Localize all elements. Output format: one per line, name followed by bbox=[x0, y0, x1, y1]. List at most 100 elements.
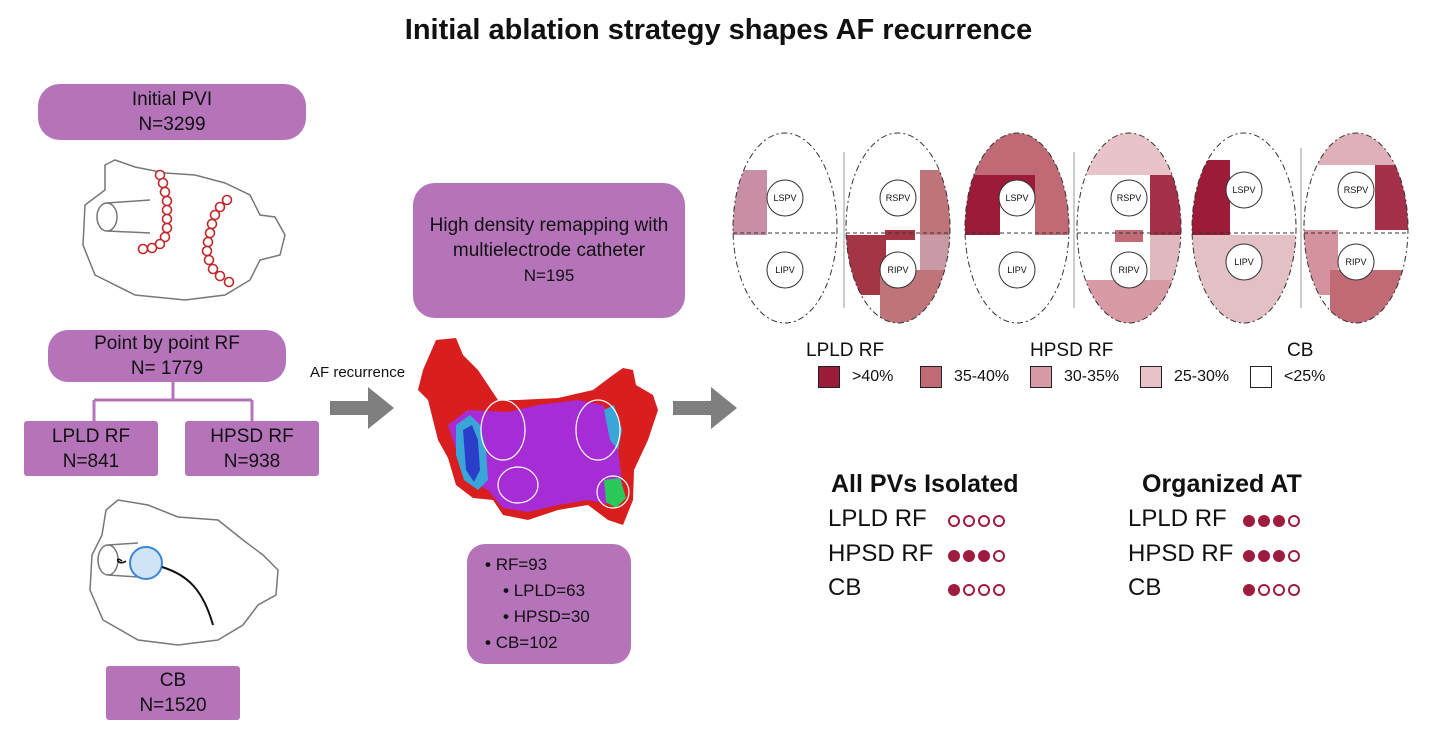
remap-count: N=195 bbox=[523, 266, 575, 285]
filled-dot-icon bbox=[1243, 583, 1255, 596]
initial-pvi-count: N=3299 bbox=[138, 114, 206, 135]
cb-right-pv-segments bbox=[1304, 133, 1408, 323]
pv-label: RIPV bbox=[1118, 265, 1139, 275]
pv-label: RIPV bbox=[887, 265, 908, 275]
remap-line2: multielectrode catheter bbox=[452, 240, 646, 261]
hpsd-box-count: N=938 bbox=[223, 450, 281, 472]
rf-lesion-points-left bbox=[137, 169, 173, 255]
filled-dot-icon bbox=[1258, 549, 1270, 562]
empty-dot-icon bbox=[1258, 583, 1270, 596]
pv-label: LIPV bbox=[1007, 265, 1027, 275]
initial-pvi-label: Initial PVI bbox=[131, 89, 213, 110]
legend-swatch bbox=[1140, 366, 1162, 388]
empty-dot-icon bbox=[1288, 514, 1300, 527]
pv-label: RSPV bbox=[886, 193, 911, 203]
outcome-dots bbox=[1243, 581, 1303, 599]
filled-dot-icon bbox=[978, 549, 990, 562]
count-lpld: LPLD=63 bbox=[485, 578, 631, 604]
af-recurrence-label: AF recurrence bbox=[310, 364, 406, 381]
pv-label: LSPV bbox=[773, 193, 796, 203]
cryoballoon-illustration bbox=[89, 499, 279, 646]
cb-box-count: N=1520 bbox=[139, 695, 207, 716]
outcome-row-label: HPSD RF bbox=[828, 540, 934, 567]
lpld-box-label: LPLD RF bbox=[51, 425, 131, 447]
legend-swatch bbox=[920, 366, 942, 388]
legend-label: 25-30% bbox=[1174, 368, 1230, 385]
outcome-row-label: CB bbox=[1128, 574, 1162, 601]
page-title: Initial ablation strategy shapes AF recu… bbox=[404, 14, 1033, 46]
outcome-row-label: HPSD RF bbox=[1128, 540, 1234, 567]
empty-dot-icon bbox=[1288, 549, 1300, 562]
outcome-row-label: LPLD RF bbox=[1128, 505, 1227, 532]
filled-dot-icon bbox=[1243, 549, 1255, 562]
rf-lesion-points-right bbox=[201, 194, 235, 288]
filled-dot-icon bbox=[1273, 549, 1285, 562]
legend: >40% 35-40% 30-35% 25-30% <25% bbox=[818, 366, 1338, 392]
legend-label: 30-35% bbox=[1064, 368, 1120, 385]
legend-swatch bbox=[1030, 366, 1052, 388]
pv-label: LIPV bbox=[1234, 257, 1254, 267]
empty-dot-icon bbox=[963, 514, 975, 527]
filled-dot-icon bbox=[1273, 514, 1285, 527]
pv-label: RSPV bbox=[1117, 193, 1142, 203]
initial-pvi-box: Initial PVI N=3299 bbox=[38, 84, 306, 140]
legend-swatch bbox=[818, 366, 840, 388]
legend-label: >40% bbox=[852, 368, 894, 385]
filled-dot-icon bbox=[948, 583, 960, 596]
point-by-point-rf-box: Point by point RF N= 1779 bbox=[48, 330, 286, 382]
count-rf: RF=93 bbox=[485, 552, 631, 578]
filled-dot-icon bbox=[963, 549, 975, 562]
empty-dot-icon bbox=[993, 549, 1005, 562]
filled-dot-icon bbox=[948, 549, 960, 562]
empty-dot-icon bbox=[948, 514, 960, 527]
empty-dot-icon bbox=[993, 583, 1005, 596]
outcome-row-label: CB bbox=[828, 574, 862, 601]
point-rf-count: N= 1779 bbox=[130, 358, 204, 379]
outcome-dots bbox=[1243, 512, 1303, 530]
empty-dot-icon bbox=[1273, 583, 1285, 596]
count-hpsd: HPSD=30 bbox=[485, 604, 631, 630]
pv-segment-diagrams: LSPV LIPV RSPV RIPV LSPV LIPV RSPV RIPV … bbox=[732, 132, 1409, 324]
group-name-hpsd: HPSD RF bbox=[1030, 340, 1114, 361]
counts-box: RF=93 LPLD=63 HPSD=30 CB=102 bbox=[467, 544, 631, 664]
hpsd-left-pv-segments bbox=[965, 133, 1069, 235]
outcome-dots bbox=[948, 547, 1008, 565]
empty-dot-icon bbox=[978, 514, 990, 527]
remap-line1: High density remapping with bbox=[429, 215, 669, 236]
right-arrow-icon bbox=[673, 387, 737, 429]
pv-label: RSPV bbox=[1344, 185, 1369, 195]
cb-box-label: CB bbox=[159, 670, 187, 691]
pv-label: RIPV bbox=[1345, 257, 1366, 267]
filled-dot-icon bbox=[1258, 514, 1270, 527]
hpsd-box-label: HPSD RF bbox=[210, 425, 294, 447]
empty-dot-icon bbox=[963, 583, 975, 596]
outcome-dots bbox=[948, 581, 1008, 599]
lpld-rf-box: LPLD RF N=841 bbox=[24, 421, 158, 476]
group-name-cb: CB bbox=[1287, 340, 1314, 361]
organized-at-header: Organized AT bbox=[1142, 470, 1302, 498]
outcome-dots bbox=[1243, 547, 1303, 565]
group-name-lpld: LPLD RF bbox=[806, 340, 885, 361]
lpld-left-pv-segments bbox=[733, 170, 767, 235]
hpsd-right-pv-segments bbox=[1077, 133, 1181, 323]
right-arrow-icon bbox=[330, 387, 394, 429]
legend-label: 35-40% bbox=[954, 368, 1010, 385]
legend-label: <25% bbox=[1284, 368, 1326, 385]
hpsd-rf-box: HPSD RF N=938 bbox=[185, 421, 319, 476]
pv-label: LSPV bbox=[1005, 193, 1028, 203]
remapping-box: High density remapping with multielectro… bbox=[413, 183, 685, 318]
count-cb: CB=102 bbox=[485, 630, 631, 656]
outcome-dots bbox=[948, 512, 1008, 530]
pv-label: LSPV bbox=[1232, 185, 1255, 195]
cb-box: CB N=1520 bbox=[106, 666, 240, 720]
lpld-box-count: N=841 bbox=[62, 450, 120, 472]
legend-swatch bbox=[1250, 366, 1272, 388]
electroanatomic-map bbox=[418, 338, 658, 525]
pv-label: LIPV bbox=[775, 265, 795, 275]
empty-dot-icon bbox=[1288, 583, 1300, 596]
filled-dot-icon bbox=[1243, 514, 1255, 527]
rf-atrium-illustration bbox=[82, 159, 286, 301]
all-pvs-isolated-header: All PVs Isolated bbox=[831, 470, 1019, 498]
empty-dot-icon bbox=[978, 583, 990, 596]
rf-split-connector bbox=[92, 380, 254, 422]
